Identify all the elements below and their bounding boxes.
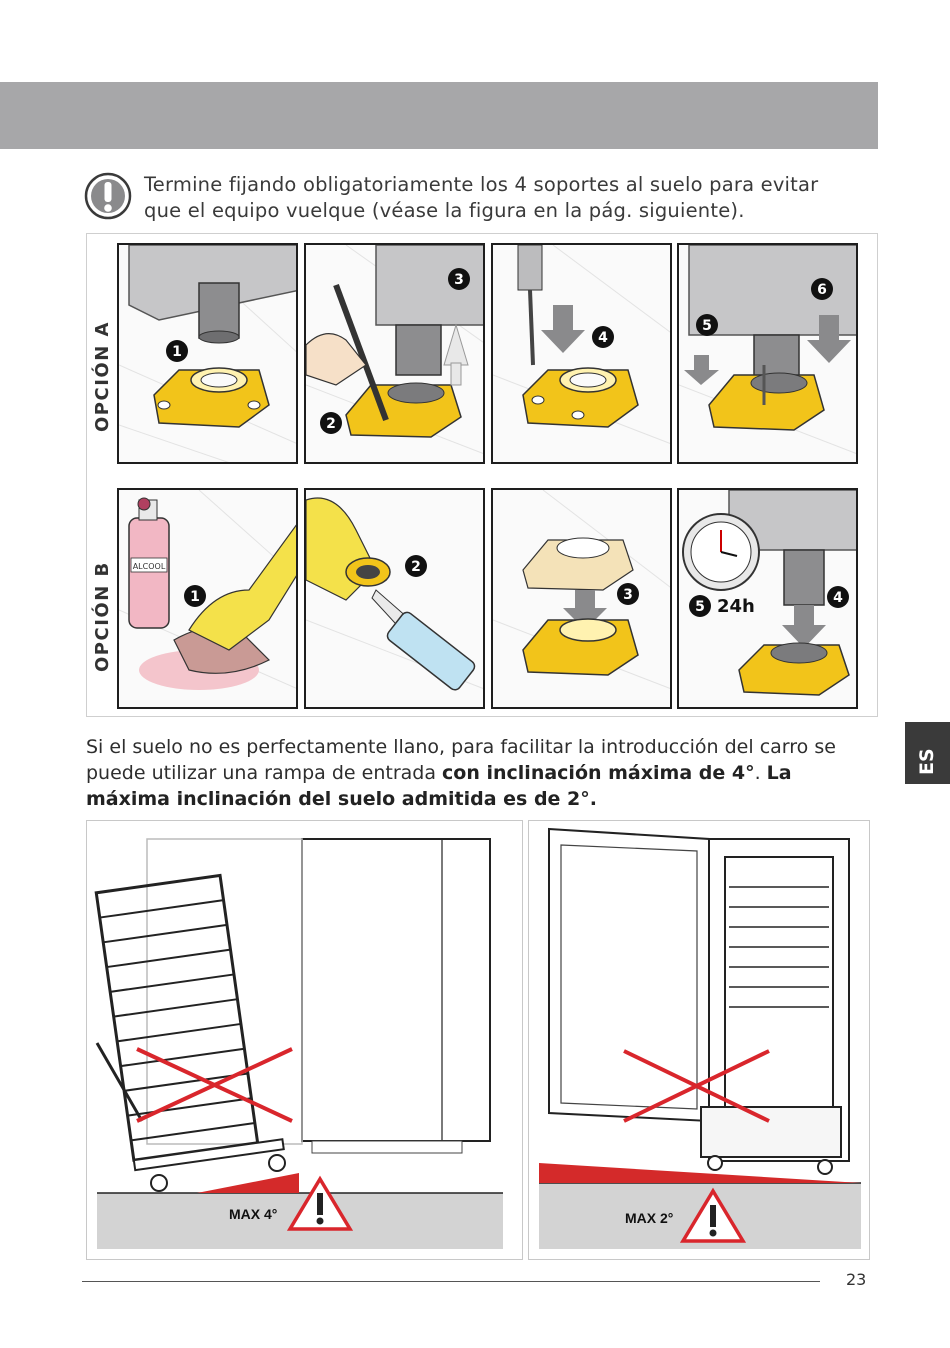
language-tab-label: ES bbox=[916, 748, 938, 775]
floor-2-degrees-figure: MAX 2° bbox=[528, 820, 870, 1260]
step-number: 2 bbox=[326, 416, 336, 432]
warning-line-2: que el equipo vuelque (véase la figura e… bbox=[144, 199, 745, 222]
ramp-text-1: Si el suelo no es perfectamente llano, p… bbox=[86, 736, 836, 784]
option-b-label: OPCIÓN B bbox=[92, 561, 113, 672]
installation-options-figure bbox=[86, 233, 878, 717]
warning-triangle-icon bbox=[286, 1175, 354, 1231]
max-2-degrees-label: MAX 2° bbox=[625, 1210, 673, 1226]
option-a-label: OPCIÓN A bbox=[92, 321, 113, 432]
footer-divider bbox=[82, 1281, 820, 1282]
option-a-step-1-panel: 1 bbox=[117, 243, 298, 464]
step-number: 4 bbox=[833, 590, 843, 606]
step-number: 6 bbox=[817, 282, 827, 298]
ramp-instructions: Si el suelo no es perfectamente llano, p… bbox=[86, 734, 874, 812]
language-tab bbox=[905, 722, 950, 784]
header-bar bbox=[0, 82, 878, 149]
step-number: 4 bbox=[598, 330, 608, 346]
exclamation-circle-icon bbox=[84, 172, 132, 220]
step-number: 2 bbox=[411, 559, 421, 575]
option-b-step-2-panel: 2 bbox=[304, 488, 485, 709]
ramp-4-degrees-figure: MAX 4° bbox=[86, 820, 523, 1260]
step-number: 5 bbox=[695, 599, 705, 615]
warning-line-1: Termine fijando obligatoriamente los 4 s… bbox=[144, 173, 819, 196]
alcohol-label: ALCOOL bbox=[133, 562, 166, 571]
option-a-step-2-panel: 2 3 bbox=[304, 243, 485, 464]
step-number: 5 bbox=[702, 318, 712, 334]
option-b-step-1-panel: ALCOOL 1 bbox=[117, 488, 298, 709]
wait-time-label: 24h bbox=[717, 596, 755, 617]
step-number: 1 bbox=[190, 589, 200, 605]
warning-triangle-icon bbox=[679, 1187, 747, 1243]
ramp-text-bold-1: con inclinación máxima de 4° bbox=[442, 762, 755, 784]
max-4-degrees-label: MAX 4° bbox=[229, 1206, 277, 1222]
option-a-step-3-panel: 4 bbox=[491, 243, 672, 464]
step-number: 3 bbox=[454, 272, 464, 288]
warning-block: Termine fijando obligatoriamente los 4 s… bbox=[84, 172, 874, 232]
step-number: 1 bbox=[172, 344, 182, 360]
ramp-text-bold-2: La máxima inclinación del suelo admitida… bbox=[86, 762, 792, 810]
warning-text: Termine fijando obligatoriamente los 4 s… bbox=[144, 172, 874, 224]
ramp-text-2: . bbox=[754, 762, 767, 784]
option-b-step-4-panel: 5 24h 4 bbox=[677, 488, 858, 709]
clock-icon bbox=[682, 513, 760, 591]
option-b-step-3-panel: 3 bbox=[491, 488, 672, 709]
option-a-step-4-panel: 5 6 bbox=[677, 243, 858, 464]
step-number: 3 bbox=[623, 587, 633, 603]
page-number: 23 bbox=[846, 1270, 867, 1289]
